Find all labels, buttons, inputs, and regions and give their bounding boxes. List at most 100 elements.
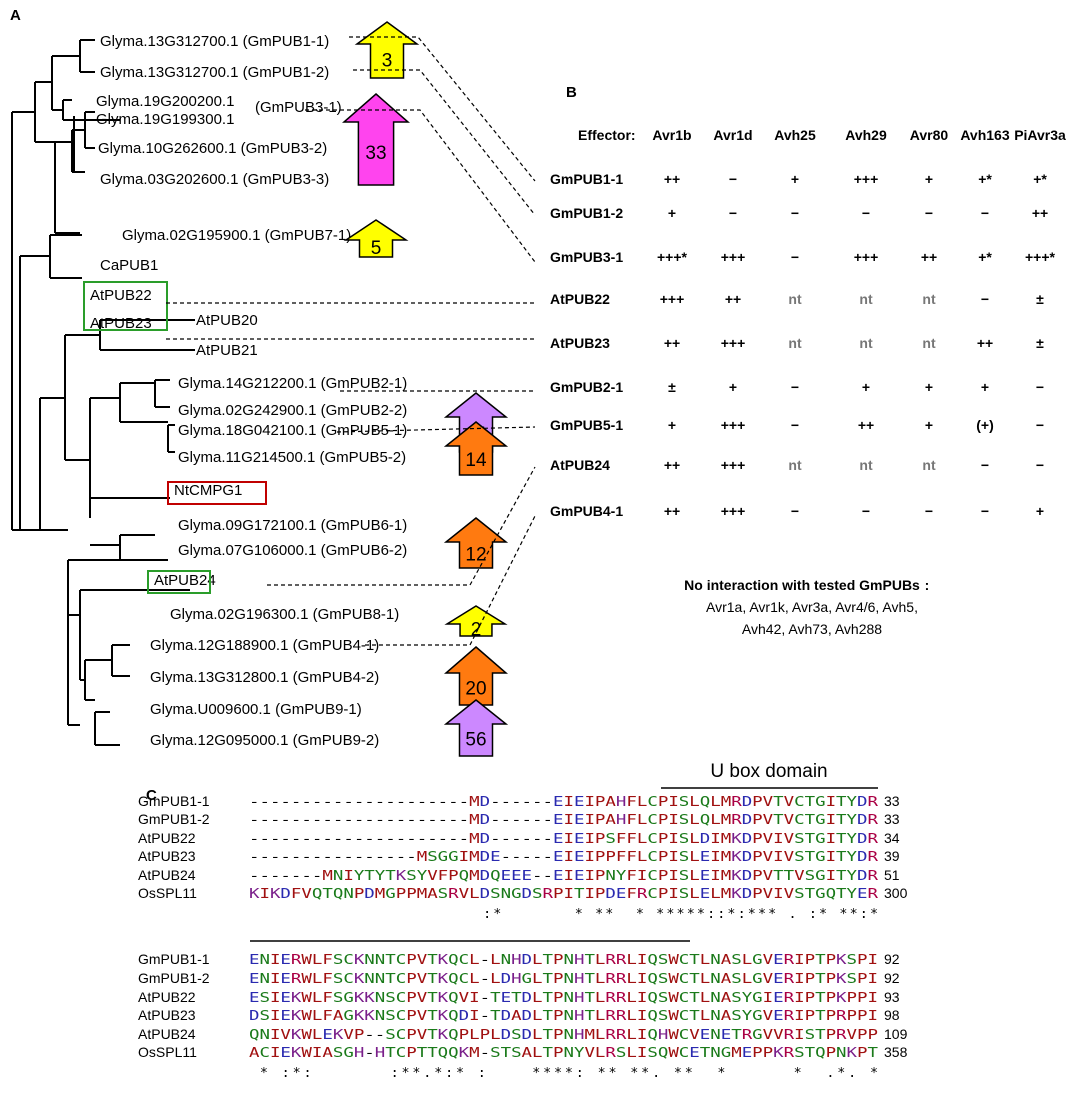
- residue: Q: [647, 991, 657, 1006]
- table-cell: −: [925, 205, 933, 221]
- residue: P: [406, 972, 416, 987]
- count-label: 20: [465, 679, 486, 700]
- residue: Y: [847, 869, 857, 884]
- residue: N: [364, 972, 374, 987]
- residue: N: [501, 887, 511, 902]
- tree-leaf-label: Glyma.13G312700.1 (GmPUB1-1): [100, 33, 329, 50]
- residue: E: [280, 1009, 290, 1024]
- residue: H: [375, 1046, 385, 1061]
- residue: P: [857, 972, 867, 987]
- residue: D: [700, 832, 710, 847]
- residue: V: [763, 887, 773, 902]
- table-cell: −: [981, 503, 989, 519]
- residue: P: [826, 1028, 836, 1043]
- residue: I: [270, 953, 280, 968]
- residue: S: [333, 953, 343, 968]
- residue: R: [868, 869, 880, 884]
- residue: E: [553, 869, 563, 884]
- residue: K: [836, 953, 848, 968]
- residue: P: [553, 1046, 563, 1061]
- residue: I: [584, 850, 594, 865]
- residue: N: [375, 991, 385, 1006]
- effector-header: Avh163: [960, 127, 1010, 143]
- residue: Q: [333, 887, 343, 902]
- residue: I: [564, 795, 574, 810]
- residue: H: [574, 1028, 584, 1043]
- residue: Q: [312, 887, 322, 902]
- residue: P: [826, 1046, 836, 1061]
- residue: Y: [847, 887, 857, 902]
- residue: P: [553, 1009, 563, 1024]
- table-cell: ±: [1036, 291, 1044, 307]
- residue: P: [406, 887, 416, 902]
- residue: K: [836, 991, 848, 1006]
- residue: S: [385, 991, 395, 1006]
- note-title: No interaction with tested GmPUBs: [684, 577, 920, 593]
- residue: G: [438, 850, 448, 865]
- effector-header: Avr1d: [713, 127, 752, 143]
- residue: -: [364, 813, 374, 828]
- residue: F: [291, 887, 301, 902]
- residue: L: [469, 953, 479, 968]
- residue: Y: [417, 869, 427, 884]
- residue: E: [511, 869, 521, 884]
- connector-line: [365, 515, 536, 646]
- residue: Q: [647, 953, 657, 968]
- table-cell: ++: [725, 291, 741, 307]
- residue: N: [259, 953, 269, 968]
- residue: E: [280, 972, 290, 987]
- residue: P: [752, 813, 762, 828]
- table-cell: ++: [921, 249, 937, 265]
- residue: I: [312, 1046, 322, 1061]
- residue: T: [584, 972, 594, 987]
- residue: C: [343, 953, 353, 968]
- residue: F: [616, 832, 626, 847]
- residue: H: [616, 813, 626, 828]
- residue: T: [815, 972, 825, 987]
- residue: -: [448, 813, 458, 828]
- residue: Y: [847, 795, 857, 810]
- residue: K: [438, 1009, 450, 1024]
- residue: R: [605, 1046, 617, 1061]
- residue: -: [532, 813, 542, 828]
- residue: R: [868, 795, 880, 810]
- residue: V: [427, 869, 437, 884]
- residue: D: [364, 887, 374, 902]
- residue: S: [679, 850, 689, 865]
- residue: L: [312, 1009, 322, 1024]
- table-row-name: AtPUB22: [550, 291, 610, 307]
- residue: S: [794, 832, 804, 847]
- residue: D: [480, 832, 490, 847]
- residue: E: [700, 850, 710, 865]
- residue: -: [270, 832, 280, 847]
- residue: L: [532, 1046, 542, 1061]
- residue: A: [721, 991, 731, 1006]
- residue: T: [836, 887, 846, 902]
- residue: W: [668, 1028, 680, 1043]
- residue: E: [553, 832, 563, 847]
- residue: Q: [448, 991, 458, 1006]
- residue: T: [773, 813, 783, 828]
- residue: T: [836, 832, 846, 847]
- residue: L: [595, 972, 605, 987]
- residue: K: [354, 953, 366, 968]
- residue: -: [280, 869, 290, 884]
- residue: G: [343, 991, 353, 1006]
- table-cell: ++: [664, 335, 680, 351]
- residue: I: [763, 991, 773, 1006]
- residue: -: [301, 869, 311, 884]
- residue: L: [742, 972, 752, 987]
- residue: P: [805, 991, 815, 1006]
- residue: P: [763, 1046, 773, 1061]
- residue: D: [857, 869, 867, 884]
- residue: R: [605, 953, 617, 968]
- residue: G: [721, 1046, 731, 1061]
- seq-name: OsSPL11: [138, 885, 197, 901]
- residue: M: [469, 795, 479, 810]
- residue: -: [270, 850, 280, 865]
- residue: E: [490, 850, 500, 865]
- residue: A: [249, 1046, 259, 1061]
- residue: K: [731, 832, 743, 847]
- table-cell: ++: [977, 335, 993, 351]
- residue: P: [595, 869, 605, 884]
